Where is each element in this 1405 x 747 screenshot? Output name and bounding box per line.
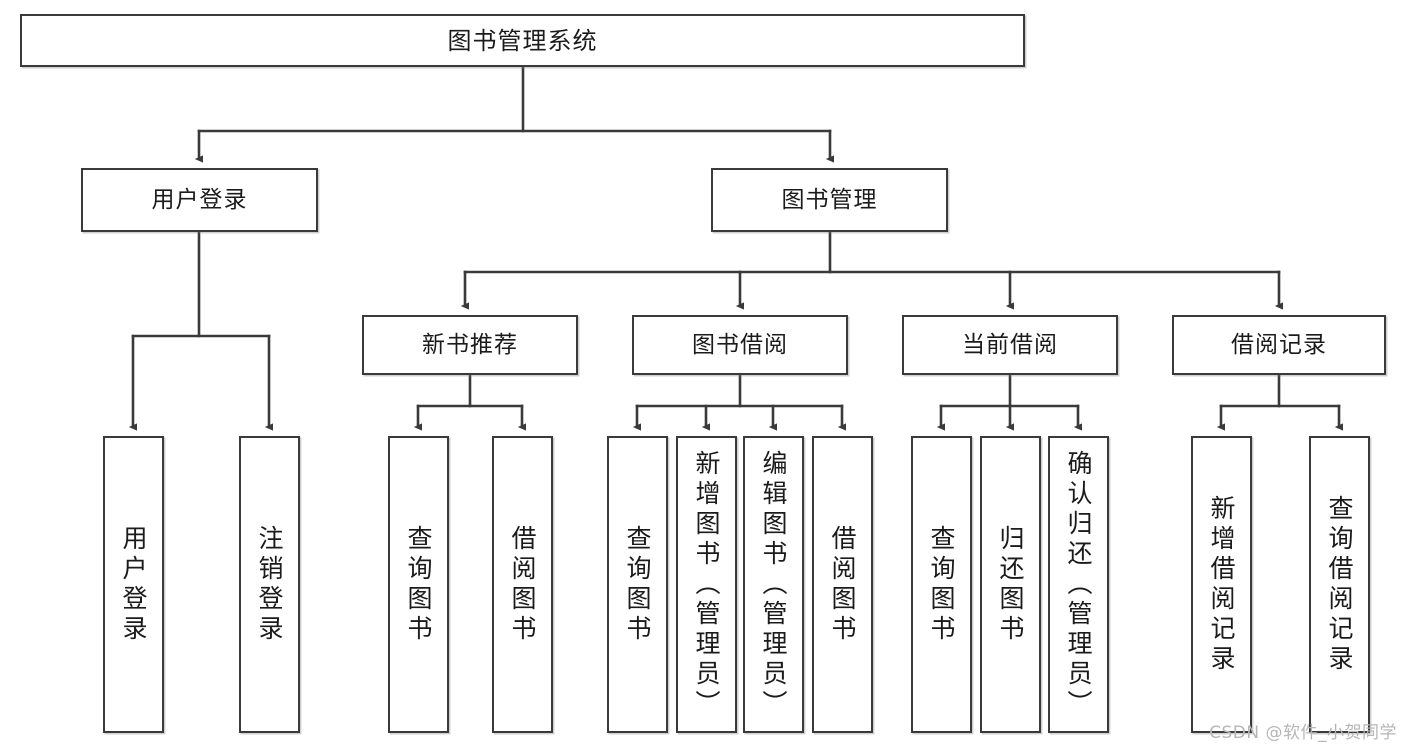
- leaf-record-add[interactable]: 新增借阅记录: [1191, 436, 1252, 733]
- node-user-login[interactable]: 用户登录: [81, 168, 318, 232]
- leaf-new-book-borrow[interactable]: 借阅图书: [492, 436, 553, 733]
- leaf-borrow-borrow-book[interactable]: 借阅图书: [812, 436, 873, 733]
- node-root[interactable]: 图书管理系统: [20, 14, 1025, 67]
- leaf-new-book-query[interactable]: 查询图书: [388, 436, 449, 733]
- leaf-current-return-book-label: 归还图书: [996, 524, 1025, 645]
- node-book-management[interactable]: 图书管理: [711, 168, 948, 232]
- leaf-current-query-book[interactable]: 查询图书: [911, 436, 972, 733]
- leaf-new-book-borrow-label: 借阅图书: [508, 524, 537, 645]
- node-current-borrow[interactable]: 当前借阅: [902, 315, 1118, 375]
- leaf-record-add-label: 新增借阅记录: [1207, 494, 1236, 675]
- leaf-record-query[interactable]: 查询借阅记录: [1309, 436, 1370, 733]
- leaf-current-confirm-return-label: 确认归还（管理员）: [1064, 449, 1093, 720]
- leaf-record-query-label: 查询借阅记录: [1325, 494, 1354, 675]
- leaf-user-logout[interactable]: 注销登录: [239, 436, 300, 733]
- leaf-borrow-query-book-label: 查询图书: [623, 524, 652, 645]
- node-borrow-record[interactable]: 借阅记录: [1172, 315, 1386, 375]
- leaf-user-logout-label: 注销登录: [255, 524, 284, 645]
- leaf-borrow-query-book[interactable]: 查询图书: [607, 436, 668, 733]
- leaf-borrow-edit-book-label: 编辑图书（管理员）: [759, 449, 788, 720]
- leaf-current-query-book-label: 查询图书: [927, 524, 956, 645]
- leaf-borrow-add-book[interactable]: 新增图书（管理员）: [676, 436, 737, 733]
- node-user-login-label: 用户登录: [151, 186, 248, 213]
- leaf-borrow-borrow-book-label: 借阅图书: [828, 524, 857, 645]
- leaf-borrow-add-book-label: 新增图书（管理员）: [692, 449, 721, 720]
- node-new-book-recommend[interactable]: 新书推荐: [362, 315, 578, 375]
- node-book-borrow[interactable]: 图书借阅: [632, 315, 848, 375]
- node-book-borrow-label: 图书借阅: [692, 331, 788, 358]
- leaf-current-return-book[interactable]: 归还图书: [980, 436, 1041, 733]
- node-root-label: 图书管理系统: [447, 26, 598, 55]
- leaf-current-confirm-return[interactable]: 确认归还（管理员）: [1048, 436, 1109, 733]
- node-book-management-label: 图书管理: [781, 186, 878, 213]
- leaf-user-login-label: 用户登录: [119, 524, 148, 645]
- node-borrow-record-label: 借阅记录: [1231, 331, 1327, 358]
- leaf-new-book-query-label: 查询图书: [404, 524, 433, 645]
- node-new-book-recommend-label: 新书推荐: [422, 331, 518, 358]
- watermark: CSDN @软件_小贺同学: [1209, 723, 1397, 743]
- node-current-borrow-label: 当前借阅: [962, 331, 1058, 358]
- leaf-user-login[interactable]: 用户登录: [103, 436, 164, 733]
- leaf-borrow-edit-book[interactable]: 编辑图书（管理员）: [743, 436, 804, 733]
